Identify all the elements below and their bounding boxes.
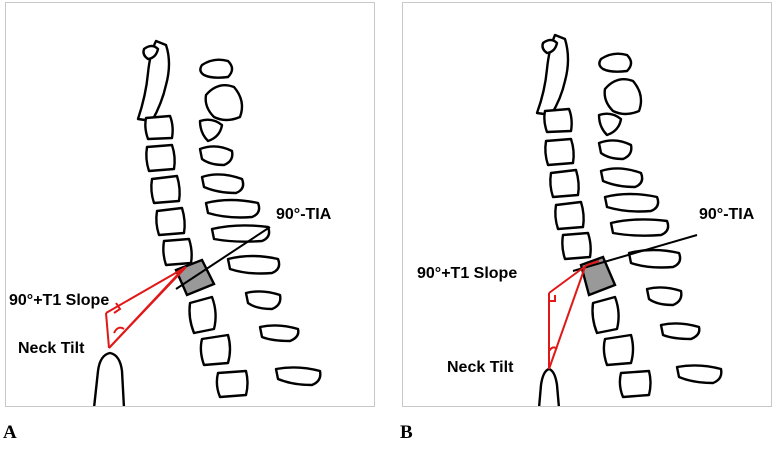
tia-label-a: 90°-TIA xyxy=(276,206,332,223)
vertebra-c6-b xyxy=(554,200,585,231)
vertebra-t3-a xyxy=(199,333,232,367)
panel-letter-a: A xyxy=(3,422,17,443)
spinous-c3-a xyxy=(198,118,224,143)
slope-horizontal-a xyxy=(105,266,187,314)
right-angle-b xyxy=(549,295,556,302)
vertebra-t4-b xyxy=(618,369,652,399)
spinous-t4-a xyxy=(274,366,322,387)
spinous-t2-b xyxy=(645,286,683,307)
vertebra-c5-a xyxy=(150,174,181,205)
spinous-t1-b xyxy=(627,248,682,269)
panel-letter-b: B xyxy=(400,422,413,443)
spinous-t1-a xyxy=(226,254,281,275)
arc-b xyxy=(548,346,558,352)
tia-line-b xyxy=(572,234,698,272)
neck-vertical-a xyxy=(105,312,110,349)
vertebra-t1-b xyxy=(579,255,617,297)
spinous-c6-b xyxy=(603,192,660,213)
atlas-anterior-b xyxy=(541,38,559,55)
atlas-posterior-a xyxy=(199,58,234,79)
tia-red-line-a xyxy=(108,270,182,349)
c2-spinous-a xyxy=(204,84,244,122)
vertebra-c3-a xyxy=(144,114,174,141)
spinous-c6-a xyxy=(204,198,261,219)
vertebra-c7-a xyxy=(162,237,193,267)
spinous-t3-a xyxy=(258,324,300,343)
vertebra-t3-b xyxy=(602,333,635,367)
vertebra-c5-b xyxy=(549,168,580,199)
spinous-c5-b xyxy=(599,167,644,189)
t1-slope-label-a: 90°+T1 Slope xyxy=(9,292,110,309)
neck-tilt-label-b: Neck Tilt xyxy=(447,359,514,376)
tia-red-line-b xyxy=(586,260,600,266)
vertebra-t2-b xyxy=(591,295,620,335)
tia-label-b: 90°-TIA xyxy=(699,206,755,223)
t1-slope-line-b xyxy=(548,266,586,370)
spinous-c3-b xyxy=(597,112,623,137)
spine-diagram-a xyxy=(93,39,322,406)
vertebra-c3-b xyxy=(543,107,573,134)
vertebra-t4-a xyxy=(215,369,249,399)
atlas-anterior-a xyxy=(142,44,160,61)
c2-spinous-b xyxy=(603,78,643,116)
atlas-posterior-b xyxy=(598,52,633,73)
slope-horizontal-b xyxy=(548,264,588,294)
neck-marker-a xyxy=(93,351,126,406)
spinous-t2-a xyxy=(244,290,282,311)
tia-line-a xyxy=(175,226,271,290)
neck-tilt-label-a: Neck Tilt xyxy=(18,340,85,357)
vertebra-c4-a xyxy=(145,143,176,173)
t1-slope-label-b: 90°+T1 Slope xyxy=(417,265,518,282)
spinous-c5-a xyxy=(200,173,245,195)
spinous-c4-a xyxy=(198,145,234,167)
vertebra-t2-a xyxy=(188,295,217,335)
right-angle-a xyxy=(113,302,122,314)
spinous-c7-b xyxy=(609,218,670,237)
spinous-c4-b xyxy=(597,139,633,161)
spinous-t4-b xyxy=(675,364,723,385)
vertebra-c7-b xyxy=(561,231,592,261)
panel-b: 90°-TIA 90°+T1 Slope Neck Tilt xyxy=(402,2,772,407)
panel-a: 90°-TIA 90°+T1 Slope Neck Tilt xyxy=(5,2,375,407)
spinous-t3-b xyxy=(659,322,701,341)
neck-marker-b xyxy=(537,367,561,406)
spine-diagram-b xyxy=(535,33,723,406)
arc-a xyxy=(113,326,125,334)
vertebra-c6-a xyxy=(155,206,186,237)
vertebra-c4-b xyxy=(544,137,575,167)
